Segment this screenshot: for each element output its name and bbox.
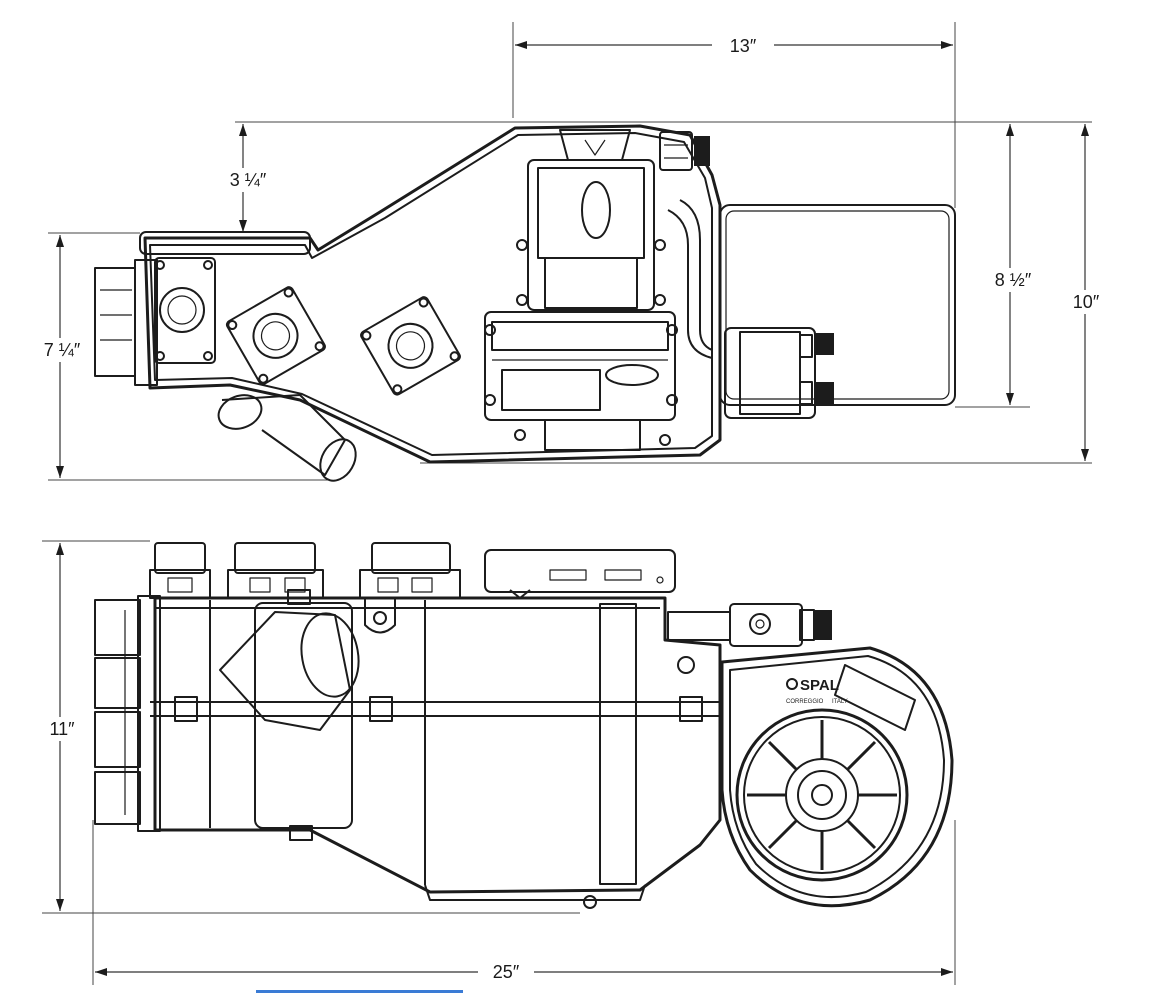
arrow xyxy=(56,899,64,911)
side-top-actuator-3 xyxy=(359,542,461,634)
arrow xyxy=(56,466,64,478)
side-housing-outline xyxy=(153,596,722,894)
side-vertical-strip xyxy=(599,603,637,885)
fan-origin-right: ITALY xyxy=(832,699,848,705)
fan-spokes xyxy=(747,720,897,870)
side-tie-rod xyxy=(150,696,720,722)
side-spal-fan: SPAL CORREGGIO ITALY xyxy=(720,646,954,908)
dim-label-3-1-4: 3 ¼″ xyxy=(230,170,267,190)
top-left-plate xyxy=(134,259,158,386)
top-duct-outlet xyxy=(217,394,357,482)
dim-label-11: 11″ xyxy=(49,719,75,739)
arrow xyxy=(1006,124,1014,136)
spal-logo-icon xyxy=(786,678,798,690)
top-lower-module xyxy=(484,311,678,451)
dim-bg xyxy=(218,168,278,192)
top-housing-inner xyxy=(149,132,713,456)
dim-bg xyxy=(1062,290,1110,314)
fan-origin-left: CORREGGIO xyxy=(786,699,824,705)
dim-label-25: 25″ xyxy=(493,962,520,982)
arrow xyxy=(941,41,953,49)
top-upper-module xyxy=(516,129,666,311)
dim-label-10: 10″ xyxy=(1073,292,1100,312)
top-valve-block xyxy=(724,327,834,419)
arrow xyxy=(941,968,953,976)
dim-bg xyxy=(34,338,92,362)
arrow xyxy=(515,41,527,49)
arrow xyxy=(1081,124,1089,136)
side-left-connectors xyxy=(94,595,161,832)
dim-label-13: 13″ xyxy=(730,36,757,56)
dim-label-7-1-4: 7 ¼″ xyxy=(44,340,81,360)
arrow xyxy=(239,220,247,232)
dim-bg xyxy=(712,34,774,56)
top-actuator-1 xyxy=(154,257,216,364)
arrow xyxy=(56,235,64,247)
dim-bg xyxy=(478,960,534,984)
dim-bg xyxy=(38,717,86,741)
dim-bg xyxy=(984,268,1042,292)
top-housing-outline xyxy=(143,124,722,464)
side-top-module xyxy=(484,549,676,599)
side-valve-fitting xyxy=(667,603,832,674)
link-underline[interactable] xyxy=(256,990,463,993)
fan-brand-label: SPAL xyxy=(800,677,839,694)
fan-shroud xyxy=(735,708,909,882)
top-left-flange xyxy=(139,231,311,255)
arrow xyxy=(1006,393,1014,405)
top-left-connector-block xyxy=(94,267,136,377)
top-right-connector xyxy=(659,131,710,171)
arrow xyxy=(95,968,107,976)
top-fan-housing xyxy=(719,204,956,406)
arrow xyxy=(1081,449,1089,461)
arrow xyxy=(239,124,247,136)
top-view: 13″ 3 ¼″ 7 ¼″ 8 ½″ 10″ xyxy=(34,22,1110,482)
side-top-actuator-1 xyxy=(149,542,211,599)
side-top-actuator-2 xyxy=(227,542,324,599)
arrow xyxy=(56,543,64,555)
top-actuator-3 xyxy=(360,296,461,396)
top-pipe-bend xyxy=(679,199,713,351)
dim-label-8-1-2: 8 ½″ xyxy=(995,270,1032,290)
top-actuator-2 xyxy=(225,286,326,386)
side-view: 11″ 25″ xyxy=(38,540,956,985)
